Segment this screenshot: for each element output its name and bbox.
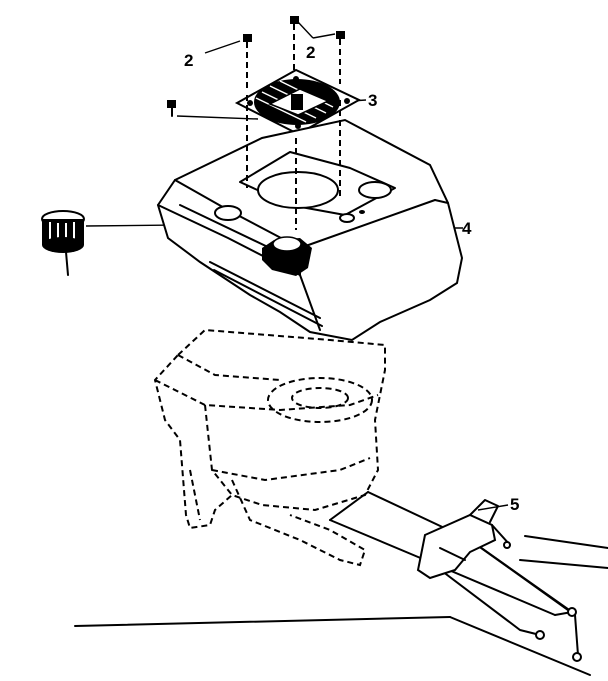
callout-2-left: 2: [184, 51, 193, 70]
fuel-cap[interactable]: [41, 210, 85, 276]
handle-tube[interactable]: [329, 491, 582, 662]
screw-left[interactable]: [167, 100, 176, 117]
callout-2-right: 2: [306, 43, 315, 62]
grille-screen[interactable]: [234, 68, 362, 136]
screw-top-left[interactable]: [243, 34, 252, 92]
callout-4: 4: [462, 219, 472, 238]
control-bracket[interactable]: [416, 499, 511, 580]
engine-cover[interactable]: [156, 95, 464, 342]
screw-top-right[interactable]: [336, 31, 345, 84]
callout-3: 3: [368, 91, 377, 110]
screw-top-middle[interactable]: [290, 16, 299, 70]
frame-rails: [74, 535, 608, 676]
callout-5: 5: [510, 495, 519, 514]
engine-phantom-outline: [153, 328, 386, 567]
